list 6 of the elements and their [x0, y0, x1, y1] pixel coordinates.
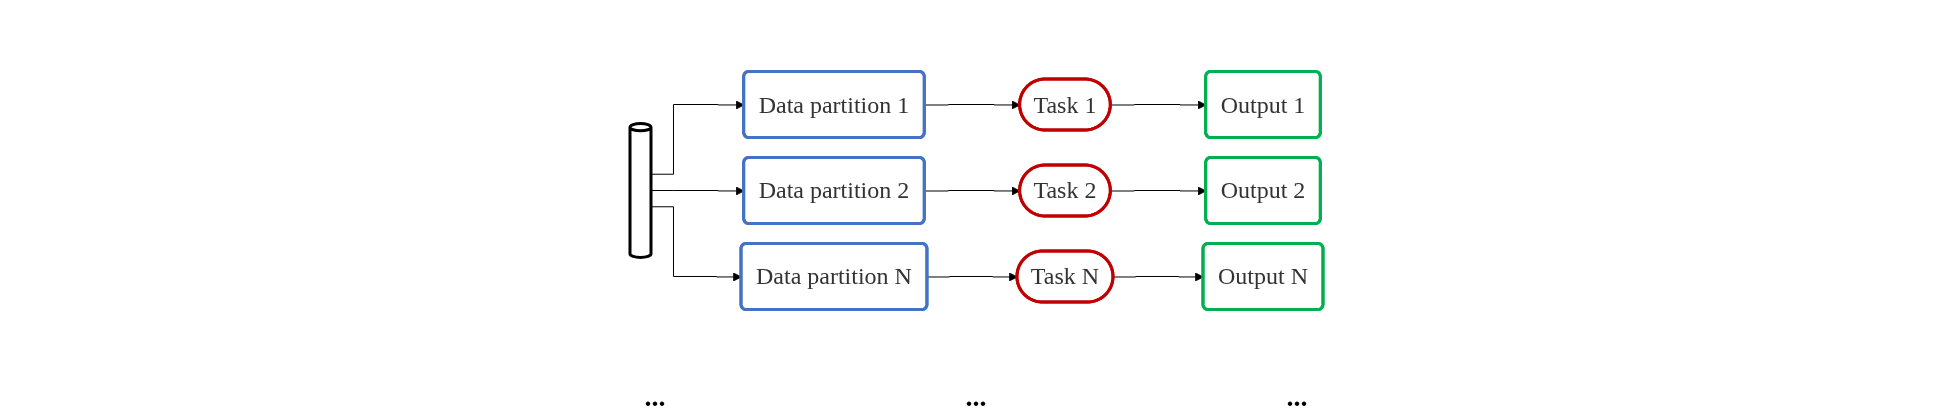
ellipsis-mark: ...	[644, 381, 666, 414]
node-cylinder	[628, 122, 652, 259]
arrow	[923, 186, 1020, 196]
arrow	[923, 100, 1020, 110]
ellipsis-mark: ...	[1286, 381, 1308, 414]
ellipsis-mark: ...	[965, 381, 987, 414]
